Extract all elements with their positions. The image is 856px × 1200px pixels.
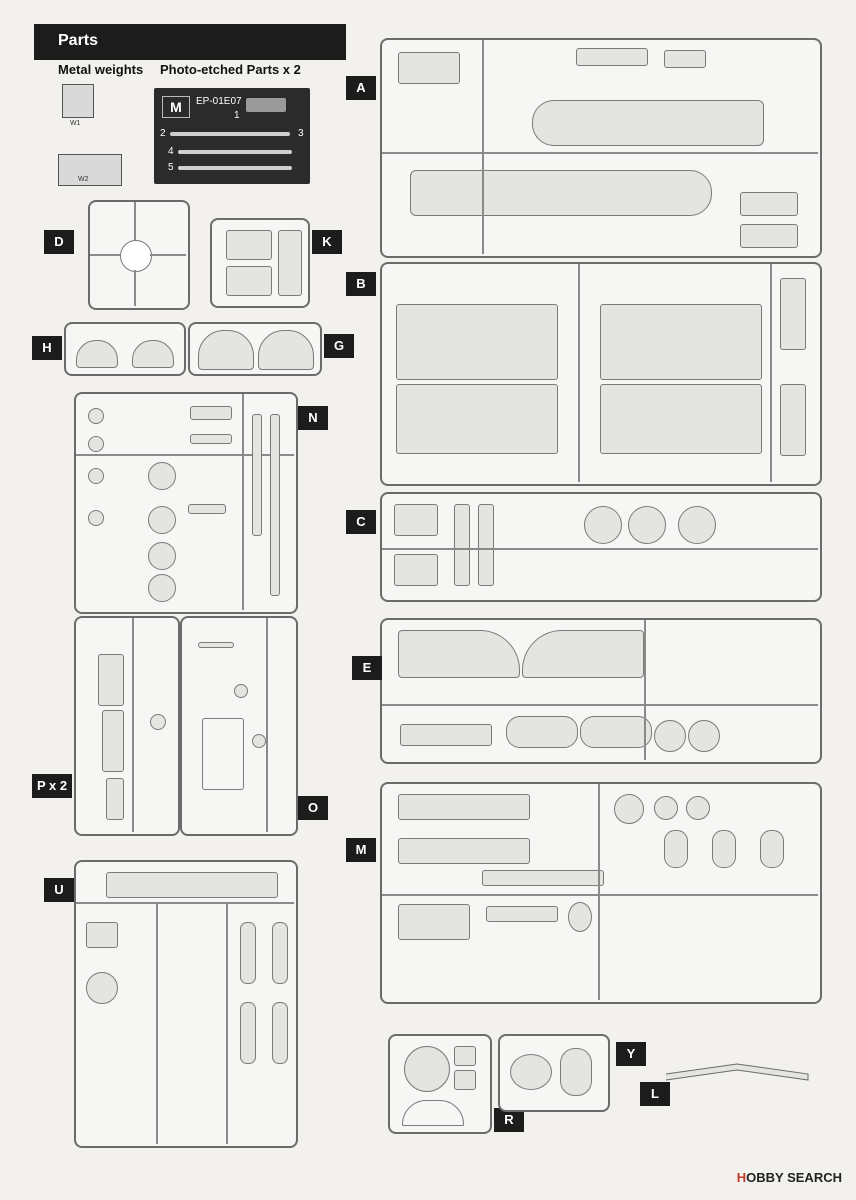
photo-etch-fret: M EP-01E07 1 2 3 4 5	[154, 88, 310, 184]
sprue-a	[380, 38, 822, 258]
pe-part-2-3	[170, 132, 290, 136]
page-title: Parts	[58, 32, 99, 49]
sprue-label-u: U	[44, 878, 74, 902]
hobby-search-watermark: HOBBY SEARCH	[737, 1170, 842, 1185]
sprue-label-c: C	[346, 510, 376, 534]
photo-etched-heading: Photo-etched Parts x 2	[160, 62, 301, 77]
pe-number-4: 4	[168, 146, 174, 157]
sprue-label-l: L	[640, 1082, 670, 1106]
sprue-h	[64, 322, 186, 376]
sprue-b	[380, 262, 822, 486]
weight-w2-label: W2	[78, 176, 89, 183]
sprue-label-m: M	[346, 838, 376, 862]
sprue-u	[74, 860, 298, 1148]
sprue-k	[210, 218, 310, 308]
watermark-text: OBBY SEARCH	[746, 1170, 842, 1185]
fret-code: EP-01E07	[196, 96, 242, 107]
pe-number-3: 3	[298, 128, 304, 139]
sprue-p	[74, 616, 180, 836]
part-l-shape	[665, 1063, 809, 1081]
brand-logo: M	[162, 96, 190, 118]
part-l-wing	[664, 1062, 810, 1092]
sprue-label-g: G	[324, 334, 354, 358]
sprue-o	[180, 616, 298, 836]
sprue-m	[380, 782, 822, 1004]
pe-number-2: 2	[160, 128, 166, 139]
sprue-n	[74, 392, 298, 614]
sprue-label-r: R	[494, 1108, 524, 1132]
sprue-label-e: E	[352, 656, 382, 680]
pe-part-1	[246, 98, 286, 112]
sprue-g	[188, 322, 322, 376]
sprue-c	[380, 492, 822, 602]
metal-weights-heading: Metal weights	[58, 62, 144, 77]
sprue-label-d: D	[44, 230, 74, 254]
weight-w2	[58, 154, 122, 186]
sprue-label-y: Y	[616, 1042, 646, 1066]
sprue-e	[380, 618, 822, 764]
sprue-label-h: H	[32, 336, 62, 360]
weight-w1	[62, 84, 94, 118]
pe-number-1: 1	[234, 110, 240, 121]
sprue-label-k: K	[312, 230, 342, 254]
parts-banner: Parts	[34, 24, 346, 60]
sprue-label-n: N	[298, 406, 328, 430]
sprue-label-p: P x 2	[32, 774, 72, 798]
sprue-label-o: O	[298, 796, 328, 820]
sprue-r	[388, 1034, 492, 1134]
sprue-y	[498, 1034, 610, 1112]
pe-part-4	[178, 150, 292, 154]
sprue-d	[88, 200, 190, 310]
sprue-label-a: A	[346, 76, 376, 100]
sprue-label-b: B	[346, 272, 376, 296]
pe-number-5: 5	[168, 162, 174, 173]
watermark-h: H	[736, 1170, 747, 1185]
weight-w1-label: W1	[70, 120, 81, 127]
pe-part-5	[178, 166, 292, 170]
